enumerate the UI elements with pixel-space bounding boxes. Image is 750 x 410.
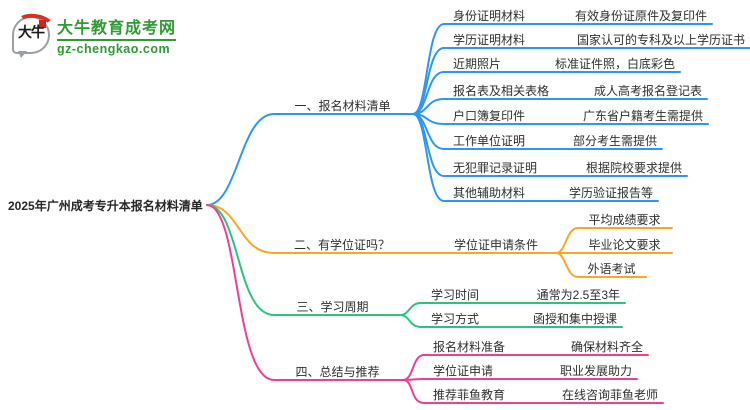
branch4-label: 四、总结与推荐	[295, 365, 380, 379]
node-label: 学习时间	[431, 288, 480, 302]
site-logo: 大牛 大牛教育成考网 gz-chengkao.com	[12, 11, 177, 58]
node-row: 学习方式 函授和集中授课	[420, 311, 622, 327]
branch2-label: 二、有学位证吗？	[293, 238, 390, 252]
logo-bubble-tail	[18, 51, 27, 58]
node-row: 户口簿复印件 广东省户籍考生需提供	[442, 108, 708, 124]
node-row: 报名材料准备 确保材料齐全	[422, 339, 648, 355]
node-row: 学位证申请 职业发展助力	[422, 363, 637, 379]
node-row: 其他辅助材料 学历验证报告等	[442, 185, 658, 201]
site-url: gz-chengkao.com	[57, 42, 171, 56]
node-label: 其他辅助材料	[453, 186, 526, 200]
node-label: 平均成绩要求	[588, 213, 661, 227]
node-row: 工作单位证明 部分考生需提供	[442, 133, 662, 149]
node-label: 身份证明材料	[453, 9, 526, 23]
node-label: 毕业论文要求	[588, 238, 661, 252]
node-value: 确保材料齐全	[570, 340, 643, 354]
node-label: 报名材料准备	[433, 340, 506, 354]
node-label: 无犯罪记录证明	[453, 161, 538, 175]
logo-characters: 大牛	[18, 24, 45, 40]
branch3-label: 三、学习周期	[296, 300, 369, 314]
node-row: 身份证明材料 有效身份证原件及复印件	[442, 8, 712, 24]
site-name: 大牛教育成考网	[57, 14, 177, 41]
node-value: 学历验证报告等	[568, 186, 653, 200]
node-label: 学习方式	[431, 312, 480, 326]
node-label: 近期照片	[453, 57, 502, 71]
node-label: 外语考试	[587, 262, 636, 276]
node-label: 工作单位证明	[453, 134, 526, 148]
node-label: 学历证明材料	[453, 33, 526, 47]
node-value: 广东省户籍考生需提供	[582, 109, 703, 123]
node-row: 报名表及相关表格 成人高考报名登记表	[442, 83, 707, 99]
node-row: 学习时间 通常为2.5至3年	[420, 287, 625, 303]
node-value: 有效身份证原件及复印件	[574, 9, 707, 23]
node-value: 根据院校要求提供	[585, 161, 682, 175]
branch1-label: 一、报名材料清单	[294, 99, 391, 113]
node-label: 报名表及相关表格	[453, 84, 550, 98]
logo-red-seal-icon	[39, 20, 46, 28]
logo-text-block: 大牛教育成考网 gz-chengkao.com	[57, 14, 177, 56]
node-value: 标准证件照，白底彩色	[554, 57, 675, 71]
node-value: 成人高考报名登记表	[593, 84, 702, 98]
logo-bubble-icon: 大牛	[12, 11, 56, 58]
node-label: 学位证申请	[433, 364, 494, 378]
node-value: 职业发展助力	[559, 364, 632, 378]
node-label: 推荐菲鱼教育	[433, 388, 506, 402]
node-row: 推荐菲鱼教育 在线咨询菲鱼老师	[422, 387, 663, 403]
node-value: 在线咨询菲鱼老师	[561, 388, 658, 402]
root-node-title: 2025年广州成考专升本报名材料清单	[8, 199, 203, 213]
branch2-sub-label: 学位证申请条件	[453, 238, 538, 252]
node-row: 无犯罪记录证明 根据院校要求提供	[442, 160, 687, 176]
node-label: 户口簿复印件	[453, 109, 526, 123]
node-value: 国家认可的专科及以上学历证书	[576, 33, 745, 47]
node-value: 部分考生需提供	[572, 134, 657, 148]
node-row: 学历证明材料 国家认可的专科及以上学历证书	[442, 32, 750, 48]
node-row: 近期照片 标准证件照，白底彩色	[442, 56, 680, 72]
node-value: 通常为2.5至3年	[536, 288, 620, 302]
node-value: 函授和集中授课	[532, 312, 617, 326]
